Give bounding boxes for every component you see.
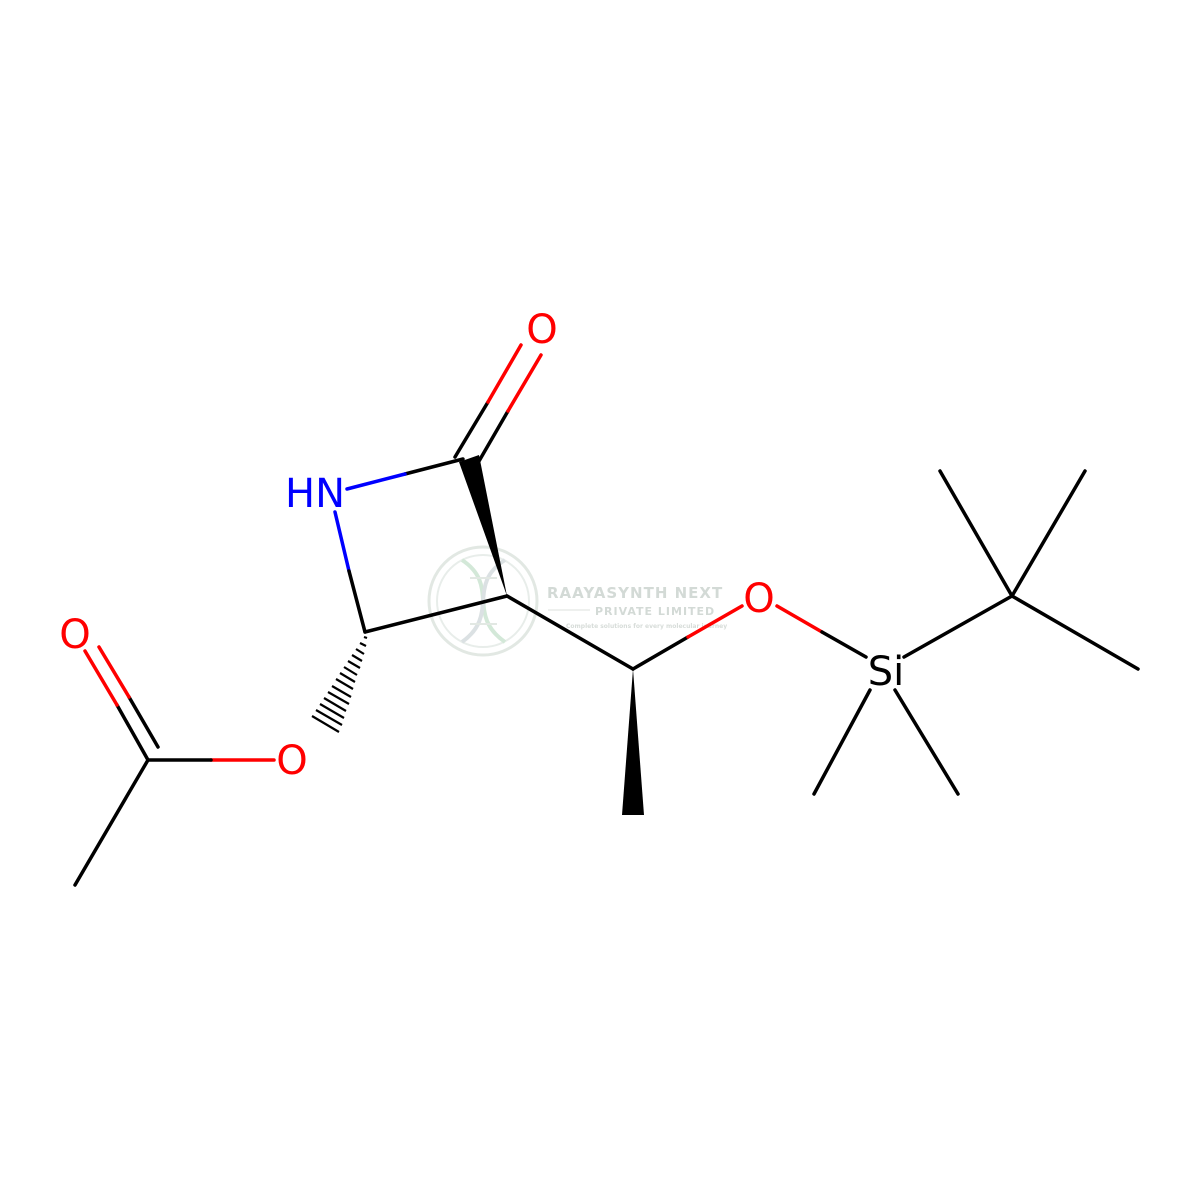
bond-si-me1 [812, 688, 872, 796]
bond-o-si-a [775, 604, 824, 634]
bond-ch-o-a [631, 635, 690, 671]
bond-c4-c3 [363, 594, 509, 634]
bonds [73, 343, 1140, 887]
bond-acetyl-co-1b [83, 649, 119, 707]
bond-n-c4-a [333, 510, 351, 573]
bond-acetyl-me [73, 758, 150, 887]
atom-ester-oxygen: O [276, 738, 307, 784]
watermark-subtitle: PRIVATE LIMITED [595, 605, 715, 618]
bond-o-si-b [820, 630, 868, 659]
bond-tbu-me2 [1010, 469, 1087, 598]
bond-c3-ch [505, 594, 635, 671]
atom-labels: O HN O Si O O [59, 307, 904, 784]
bond-tbu-me1 [938, 469, 1014, 598]
bond-carbonyl-1b [486, 343, 523, 404]
bond-c-n-a [403, 457, 465, 476]
atom-ether-oxygen: O [743, 576, 774, 622]
atom-silicon: Si [868, 649, 905, 695]
bond-si-me2 [893, 688, 960, 796]
bond-carbonyl-1a [453, 400, 490, 459]
bond-tbu-me3 [1010, 594, 1140, 671]
bond-acetyl-co-2a [127, 695, 160, 749]
bond-n-c4-b [347, 569, 367, 634]
bond-acetyl-co-2b [97, 645, 131, 699]
atom-amide-nitrogen: HN [285, 471, 345, 517]
bond-si-tbu [902, 594, 1014, 659]
wedge-bonds [459, 455, 644, 815]
watermark-tagline: Complete solutions for every molecular j… [566, 623, 727, 630]
wedge-c3-c2 [459, 455, 507, 596]
watermark-company: RAAYASYNTH NEXT [547, 584, 723, 602]
bond-c-n-b [345, 472, 407, 491]
bond-acetyl-co-1a [115, 703, 150, 762]
bond-carbonyl-2b [506, 353, 543, 413]
atom-acetyl-carbonyl-oxygen: O [59, 612, 90, 658]
bond-ch-o-b [686, 604, 744, 639]
atom-carbonyl-oxygen: O [526, 307, 557, 353]
wedge-ch-me [622, 669, 644, 815]
bond-carbonyl-2a [473, 409, 510, 470]
hash-wedge-c4-o [311, 635, 368, 733]
